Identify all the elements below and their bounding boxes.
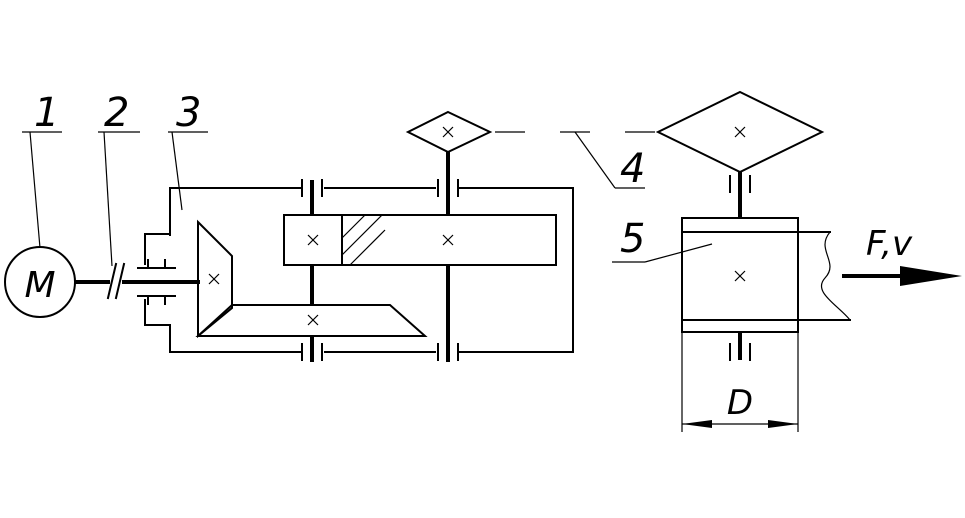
svg-text:1: 1	[34, 90, 59, 136]
force-arrow: F,v	[842, 224, 962, 286]
drive-drum	[681, 217, 799, 333]
gearbox-housing	[169, 187, 574, 353]
callout-2: 2	[98, 90, 140, 267]
callout-3: 3	[168, 90, 208, 211]
conveyor-belt	[681, 231, 851, 321]
dimension-d: D	[681, 332, 799, 432]
electric-motor: M	[4, 246, 110, 318]
svg-text:5: 5	[620, 216, 645, 262]
svg-text:3: 3	[176, 90, 201, 136]
svg-text:4: 4	[620, 146, 645, 192]
bevel-pinion	[197, 219, 233, 339]
coupling	[106, 262, 200, 300]
motor-label: M	[24, 265, 55, 306]
output-shaft	[437, 152, 459, 362]
callout-1: 1	[22, 90, 62, 249]
large-sprocket	[655, 90, 825, 174]
callout-5: 5	[612, 216, 713, 263]
small-sprocket	[405, 110, 493, 154]
diameter-label: D	[727, 383, 753, 423]
bevel-gear	[195, 304, 428, 337]
drum-shaft	[729, 172, 751, 361]
svg-text:2: 2	[104, 90, 129, 136]
callout-4: 4	[574, 131, 645, 192]
force-label: F,v	[866, 224, 913, 264]
spur-gear-pair	[283, 214, 557, 266]
intermediate-shaft	[301, 179, 323, 362]
input-bearings	[137, 233, 176, 326]
